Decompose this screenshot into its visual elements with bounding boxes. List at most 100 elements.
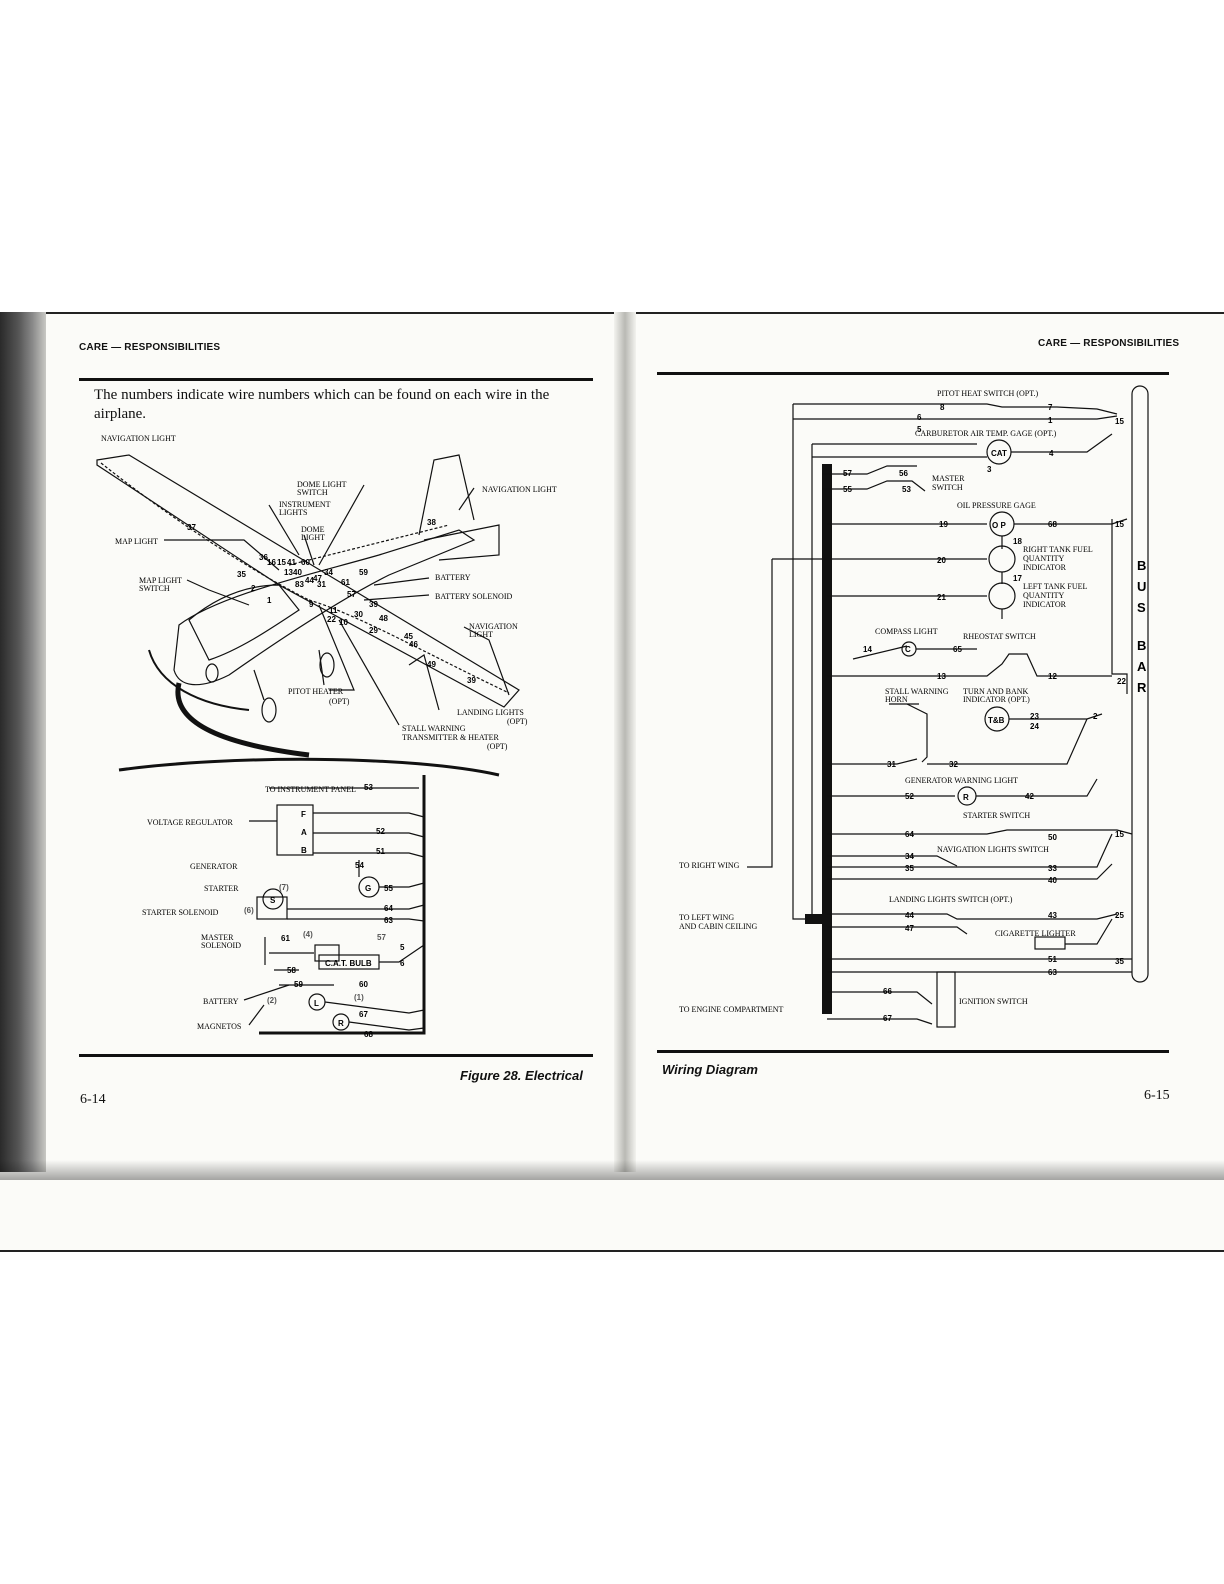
wire-number: 23 <box>1030 712 1039 721</box>
bus-bar-letter: B <box>1137 638 1146 653</box>
wire-number: 34 <box>324 568 333 577</box>
label-nav-lights-switch: NAVIGATION LIGHTS SWITCH <box>937 845 1049 854</box>
label-stall-warning-opt: (OPT) <box>487 742 508 751</box>
wire-number: 19 <box>939 520 948 529</box>
wire-number: 2 <box>1093 712 1098 721</box>
figure-caption: Figure 28. Electrical <box>460 1068 583 1083</box>
wire-number: 5 <box>400 943 405 952</box>
bus-bar-letter: U <box>1137 579 1146 594</box>
left-top-rule <box>79 378 593 381</box>
wiring-diagram: PITOT HEAT SWITCH (OPT.) CARBURETOR AIR … <box>679 385 1149 1028</box>
generator-symbol: G <box>365 884 371 893</box>
label-dome-switch: DOME LIGHT <box>297 480 347 489</box>
wire-number: 31 <box>887 760 896 769</box>
label-to-left-wing-2: AND CABIN CEILING <box>679 922 757 931</box>
wire-number: 20 <box>937 556 946 565</box>
bus-bar-letter: R <box>1137 680 1147 695</box>
book-gutter <box>614 312 636 1172</box>
wire-number: 14 <box>863 645 872 654</box>
wire-number: 6 <box>400 959 405 968</box>
label-starter: STARTER <box>204 884 239 893</box>
label-pitot-heater-opt: (OPT) <box>329 697 350 706</box>
label-nav-light-right-2: LIGHT <box>469 630 493 639</box>
scan-edge-bottom <box>0 1250 1224 1252</box>
label-instrument-lights: INSTRUMENT <box>279 500 331 509</box>
right-page-number: 6-15 <box>1144 1088 1170 1103</box>
handwritten-note: (1) <box>354 993 364 1002</box>
wire-number: 59 <box>359 568 368 577</box>
magneto-l-symbol: L <box>314 999 319 1008</box>
wire-number: 46 <box>409 640 418 649</box>
handwritten-note: (2) <box>267 996 277 1005</box>
label-turn-bank-2: INDICATOR (OPT.) <box>963 695 1030 704</box>
label-carb-air-temp: CARBURETOR AIR TEMP. GAGE (OPT.) <box>915 429 1057 438</box>
magneto-r-symbol: R <box>338 1019 344 1028</box>
wire-number: 15 <box>1115 520 1124 529</box>
wire-number: 64 <box>905 830 914 839</box>
wire-number: 68 <box>364 1030 373 1039</box>
wire-number: 38 <box>427 518 436 527</box>
label-magnetos: MAGNETOS <box>197 1022 241 1031</box>
label-voltage-regulator: VOLTAGE REGULATOR <box>147 818 233 827</box>
left-page-header: CARE — RESPONSIBILITIES <box>79 342 221 353</box>
wire-number: 63 <box>384 916 393 925</box>
wire-number: 52 <box>905 792 914 801</box>
label-dome-switch-2: SWITCH <box>297 488 328 497</box>
terminal-a: A <box>301 828 307 837</box>
label-stall-horn-2: HORN <box>885 695 908 704</box>
wire-number: 17 <box>1013 574 1022 583</box>
wire-number: 61 <box>341 578 350 587</box>
right-top-rule <box>657 372 1169 375</box>
wire-number: 61 <box>281 934 290 943</box>
wire-number: 43 <box>1048 911 1057 920</box>
label-landing-lights: LANDING LIGHTS <box>457 708 524 717</box>
wire-number: 1 <box>267 596 272 605</box>
right-bottom-rule <box>657 1050 1169 1053</box>
wire-number: 36 <box>259 553 268 562</box>
wire-number: 51 <box>376 847 385 856</box>
page-bottom-shadow <box>0 1160 1224 1180</box>
generator-light-symbol: R <box>963 793 969 802</box>
bus-bar-letter: S <box>1137 600 1146 615</box>
wire-number: 66 <box>883 987 892 996</box>
label-stall-horn: STALL WARNING <box>885 687 949 696</box>
label-starter-solenoid: STARTER SOLENOID <box>142 908 219 917</box>
wire-number: 58 <box>287 966 296 975</box>
wire-number: 10 <box>339 618 348 627</box>
wire-number: 32 <box>949 760 958 769</box>
label-oil-pressure: OIL PRESSURE GAGE <box>957 501 1036 510</box>
terminal-b: B <box>301 846 307 855</box>
label-right-tank: RIGHT TANK FUEL <box>1023 545 1093 554</box>
starter-symbol: S <box>270 896 276 905</box>
wire-number: 3 <box>987 465 992 474</box>
wire-number: 83 <box>295 580 304 589</box>
wiring-diagram-caption: Wiring Diagram <box>662 1062 758 1077</box>
wire-number: 54 <box>355 861 364 870</box>
wire-number: 35 <box>905 864 914 873</box>
wire-number: 67 <box>359 1010 368 1019</box>
label-dome-light: DOME <box>301 525 325 534</box>
label-map-light-switch-2: SWITCH <box>139 584 170 593</box>
handwritten-note: (6) <box>244 906 254 915</box>
label-nav-light-left: NAVIGATION LIGHT <box>101 434 176 443</box>
label-to-engine-compartment: TO ENGINE COMPARTMENT <box>679 1005 784 1014</box>
wire-number: 55 <box>843 485 852 494</box>
label-master-solenoid-2: SOLENOID <box>201 941 241 950</box>
label-nav-light-right: NAVIGATION <box>469 622 518 631</box>
wire-number: 6 <box>917 413 922 422</box>
label-to-instrument-panel: TO INSTRUMENT PANEL <box>265 785 356 794</box>
wire-number: 33 <box>1048 864 1057 873</box>
wire-number: 13 <box>284 568 293 577</box>
label-landing-lights-opt: (OPT) <box>507 717 528 726</box>
label-pitot-heater: PITOT HEATER <box>288 687 344 696</box>
wire-number: 47 <box>905 924 914 933</box>
wire-number: 59 <box>294 980 303 989</box>
wire-number: 12 <box>1048 672 1057 681</box>
wire-number: 41 <box>287 558 296 567</box>
wire-number: 8 <box>940 403 945 412</box>
wire-number: 56 <box>899 469 908 478</box>
wire-number: 53 <box>902 485 911 494</box>
label-landing-lights-switch: LANDING LIGHTS SWITCH (OPT.) <box>889 895 1013 904</box>
right-page-header: CARE — RESPONSIBILITIES <box>1038 338 1180 349</box>
bus-bar-letter: A <box>1137 659 1147 674</box>
